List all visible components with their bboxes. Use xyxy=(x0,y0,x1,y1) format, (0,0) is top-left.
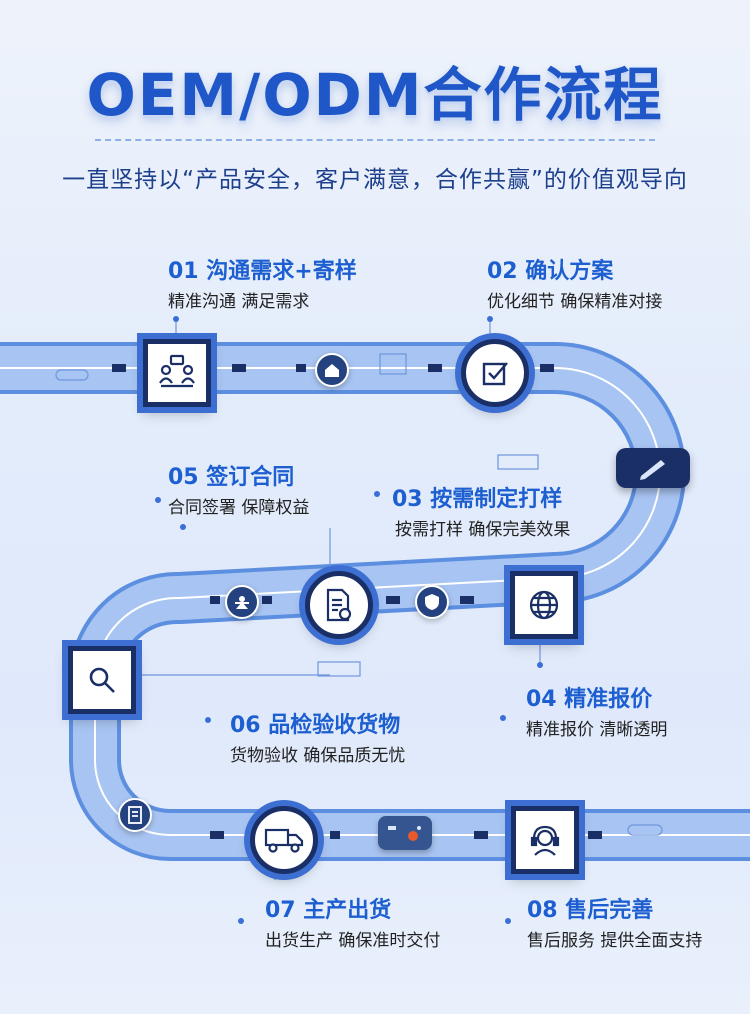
step-06-title: 06 品检验收货物 xyxy=(230,713,401,738)
step-05-node xyxy=(305,571,373,639)
contract-icon xyxy=(326,588,352,622)
step-07-dot xyxy=(238,918,244,924)
step-07-node xyxy=(250,806,318,874)
headset-icon xyxy=(530,825,560,856)
step-05-line-dot xyxy=(180,524,186,530)
truck-icon xyxy=(264,828,304,853)
step-02-dot xyxy=(487,316,493,322)
house-mini-icon xyxy=(315,353,349,387)
inspector-mini-icon xyxy=(225,585,259,619)
step-02-node xyxy=(461,339,529,407)
title-divider xyxy=(95,139,655,141)
step-02-desc: 优化细节 确保精准对接 xyxy=(487,292,663,312)
step-01-node xyxy=(143,339,211,407)
gamepad-marker-icon xyxy=(378,816,432,850)
step-02-title: 02 确认方案 xyxy=(487,259,614,284)
pen-marker-icon xyxy=(616,448,690,488)
step-03-desc: 按需打样 确保完美效果 xyxy=(395,520,571,540)
page-title: OEM/ODM合作流程 xyxy=(86,61,664,129)
step-06-node xyxy=(68,646,136,714)
meeting-icon xyxy=(159,354,195,388)
step-08-desc: 售后服务 提供全面支持 xyxy=(527,931,703,951)
step-08-title: 08 售后完善 xyxy=(527,898,654,923)
step-08-node xyxy=(511,806,579,874)
step-07-desc: 出货生产 确保准时交付 xyxy=(265,931,441,951)
page-subtitle: 一直坚持以“产品安全，客户满意，合作共赢”的价值观导向 xyxy=(62,167,688,193)
step-05-dot xyxy=(155,497,161,503)
step-05-desc: 合同签署 保障权益 xyxy=(168,498,310,518)
step-04-dot xyxy=(537,662,543,668)
shield-mini-icon xyxy=(415,585,449,619)
document-mini-icon xyxy=(118,798,152,832)
checkbox-icon xyxy=(482,362,508,386)
step-06-dot xyxy=(205,717,211,723)
magnifier-icon xyxy=(89,667,115,693)
step-01-desc: 精准沟通 满足需求 xyxy=(168,292,310,312)
step-01-dot xyxy=(173,316,179,322)
globe-icon xyxy=(529,590,559,620)
step-03-title: 03 按需制定打样 xyxy=(392,487,563,512)
step-08-dot xyxy=(505,918,511,924)
step-05-title: 05 签订合同 xyxy=(168,465,295,490)
step-04-side-dot xyxy=(500,715,506,721)
step-03-dot xyxy=(374,491,380,497)
step-04-title: 04 精准报价 xyxy=(526,687,653,712)
step-04-desc: 精准报价 清晰透明 xyxy=(526,720,668,740)
step-07-title: 07 主产出货 xyxy=(265,898,392,923)
step-01-title: 01 沟通需求+寄样 xyxy=(168,259,357,284)
step-06-desc: 货物验收 确保品质无忧 xyxy=(230,746,406,766)
step-04-node xyxy=(510,571,578,639)
